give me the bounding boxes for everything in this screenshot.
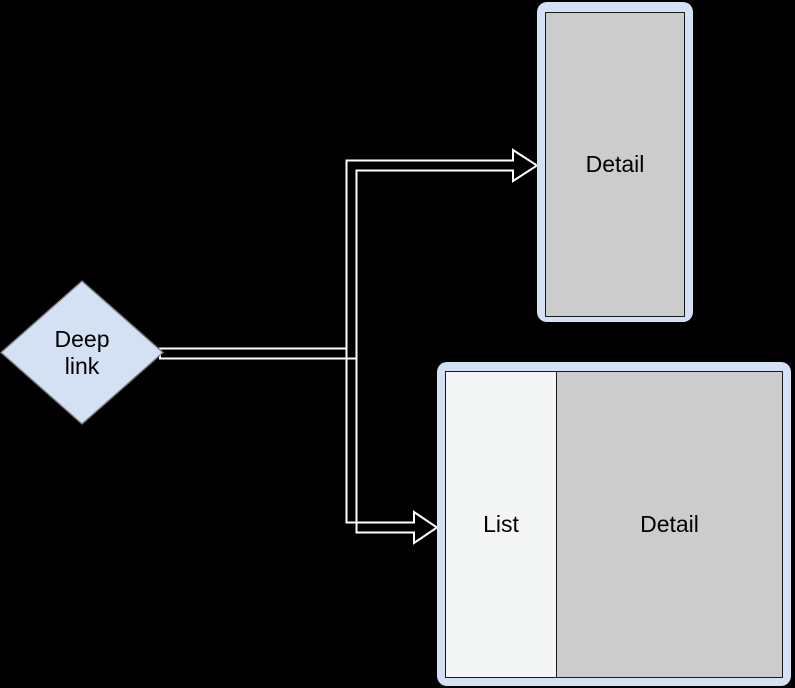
diamond-shape — [0, 280, 164, 425]
tablet-detail-label: Detail — [640, 511, 699, 537]
tablet-list-label: List — [483, 511, 519, 537]
tablet-screen: List Detail — [445, 371, 783, 678]
node-tablet-device[interactable]: List Detail — [437, 362, 791, 686]
edge-deeplink-to-tablet — [159, 347, 439, 545]
node-deep-link-label-line2: link — [64, 352, 100, 379]
phone-detail-pane[interactable]: Detail — [546, 13, 684, 316]
phone-screen: Detail — [545, 12, 685, 317]
node-phone-device[interactable]: Detail — [537, 2, 693, 322]
edge-deeplink-to-phone — [159, 148, 539, 360]
tablet-detail-pane[interactable]: Detail — [557, 372, 782, 677]
node-deep-link[interactable]: Deep link — [0, 280, 164, 425]
node-deep-link-label: Deep link — [0, 280, 164, 425]
phone-detail-label: Detail — [585, 151, 645, 177]
tablet-list-pane[interactable]: List — [446, 372, 557, 677]
node-deep-link-label-line1: Deep — [54, 325, 110, 352]
